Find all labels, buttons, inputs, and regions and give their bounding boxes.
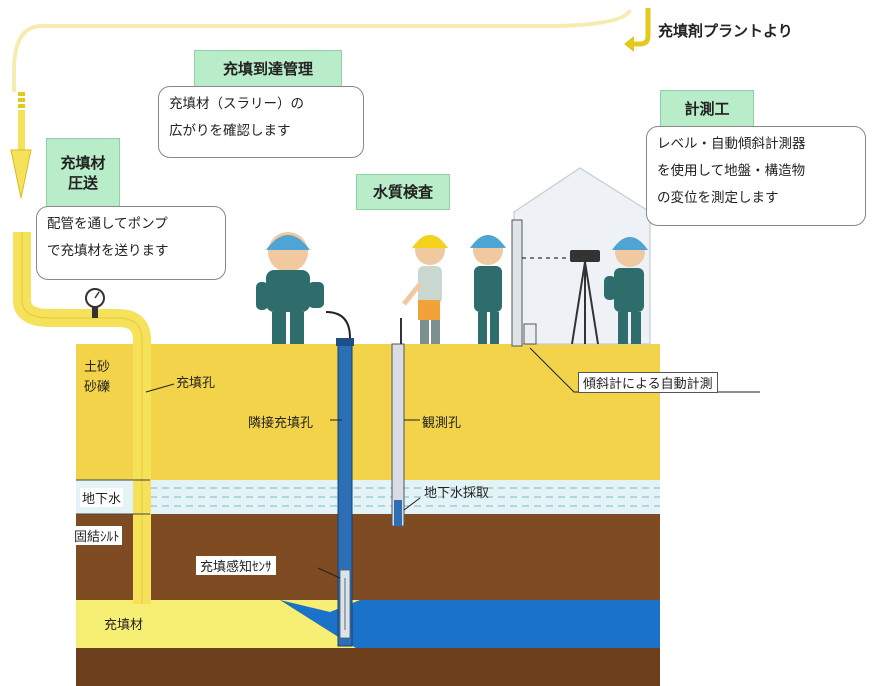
arrival-title: 充填到達管理 bbox=[194, 50, 342, 88]
pump-title-line-1: 充填材 bbox=[60, 153, 106, 172]
fill-hole-leader bbox=[145, 383, 175, 393]
measure-line-2: を使用して地盤・構造物 bbox=[657, 163, 806, 179]
arrival-bubble: 充填材（スラリー）の 広がりを確認します bbox=[158, 86, 364, 158]
measure-line-3: の変位を測定します bbox=[657, 190, 779, 206]
measure-bubble: レベル・自動傾斜計測器 を使用して地盤・構造物 の変位を測定します bbox=[646, 126, 866, 226]
inclinometer-label: 傾斜計による自動計測 bbox=[578, 372, 718, 393]
water-title: 水質検査 bbox=[356, 174, 450, 210]
blue-water-zone bbox=[280, 600, 660, 648]
stratum-silt: 固結ｼﾙﾄ bbox=[72, 526, 122, 545]
supply-route-line bbox=[12, 8, 632, 92]
fill-hole-label: 充填孔 bbox=[176, 376, 216, 391]
pump-bubble: 配管を通してポンプ で充填材を送ります bbox=[36, 206, 226, 280]
pump-line-1: 配管を通してポンプ bbox=[47, 216, 168, 232]
observation-hole-pipe bbox=[391, 318, 405, 527]
observation-hole-label: 観測孔 bbox=[422, 416, 462, 431]
fill-material-slurry bbox=[76, 600, 356, 648]
worker-figure-left bbox=[256, 232, 324, 344]
water-wave-marks bbox=[150, 487, 660, 507]
sensor-label: 充填感知ｾﾝｻ bbox=[196, 556, 276, 575]
pressure-gauge-icon bbox=[85, 288, 105, 318]
pump-line-2: で充填材を送ります bbox=[47, 243, 169, 259]
measure-line-1: レベル・自動傾斜計測器 bbox=[657, 136, 806, 152]
pump-title-line-2: 圧送 bbox=[67, 174, 98, 192]
adjacent-fill-hole-pipe bbox=[336, 338, 354, 647]
source-label: 充填剤プラントより bbox=[658, 22, 793, 40]
silt-layer-bottom bbox=[76, 648, 660, 686]
worker-figure-middle bbox=[470, 235, 506, 344]
arrival-line-1: 充填材（スラリー）の bbox=[169, 96, 304, 112]
stratum-soil-line-2: 砂礫 bbox=[84, 380, 111, 395]
fill-material-label: 充填材 bbox=[104, 618, 144, 633]
worker-figure-right bbox=[604, 237, 648, 344]
stratum-groundwater: 地下水 bbox=[80, 488, 124, 507]
sensor-leader bbox=[317, 567, 341, 579]
sampling-hose bbox=[325, 311, 351, 339]
sampling-leader bbox=[403, 497, 421, 511]
stratum-soil-line-1: 土砂 bbox=[84, 360, 111, 375]
down-arrow-icon bbox=[10, 149, 32, 199]
soil-layer bbox=[76, 344, 660, 480]
groundwater-sampling-label: 地下水採取 bbox=[424, 486, 490, 501]
pump-title: 充填材 圧送 bbox=[46, 138, 120, 208]
adjacent-hole-label: 隣接充填孔 bbox=[248, 416, 314, 431]
worker-figure-sampler bbox=[402, 235, 448, 344]
level-instrument-icon bbox=[570, 250, 600, 345]
measure-title: 計測工 bbox=[660, 90, 754, 128]
arrival-line-2: 広がりを確認します bbox=[169, 123, 291, 139]
inclinometer-pole bbox=[511, 219, 537, 347]
u-turn-arrow-icon bbox=[624, 8, 651, 52]
dashed-pipe-segment bbox=[18, 92, 25, 150]
